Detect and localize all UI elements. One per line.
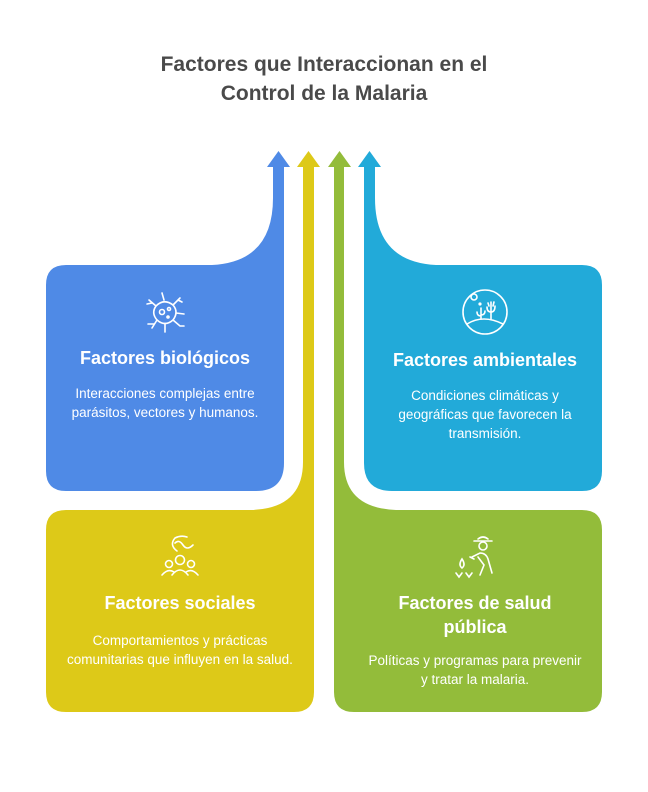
community-people-icon [161, 535, 199, 576]
card-environmental: Factores ambientales Condiciones climáti… [385, 288, 585, 443]
arrow-public-health [328, 151, 602, 712]
arrow-environmental [358, 151, 602, 491]
microorganism-icon [146, 292, 185, 333]
card-biological: Factores biológicos Interacciones comple… [60, 290, 270, 422]
card-public-health: Factores de salud pública Políticas y pr… [365, 533, 585, 689]
landscape-plants-icon [462, 289, 508, 335]
card-social: Factores sociales Comportamientos y prác… [65, 533, 295, 669]
page-title: Factores que Interaccionan en el Control… [160, 53, 488, 105]
arrow-social [46, 151, 320, 712]
health-worker-icon [455, 536, 493, 579]
